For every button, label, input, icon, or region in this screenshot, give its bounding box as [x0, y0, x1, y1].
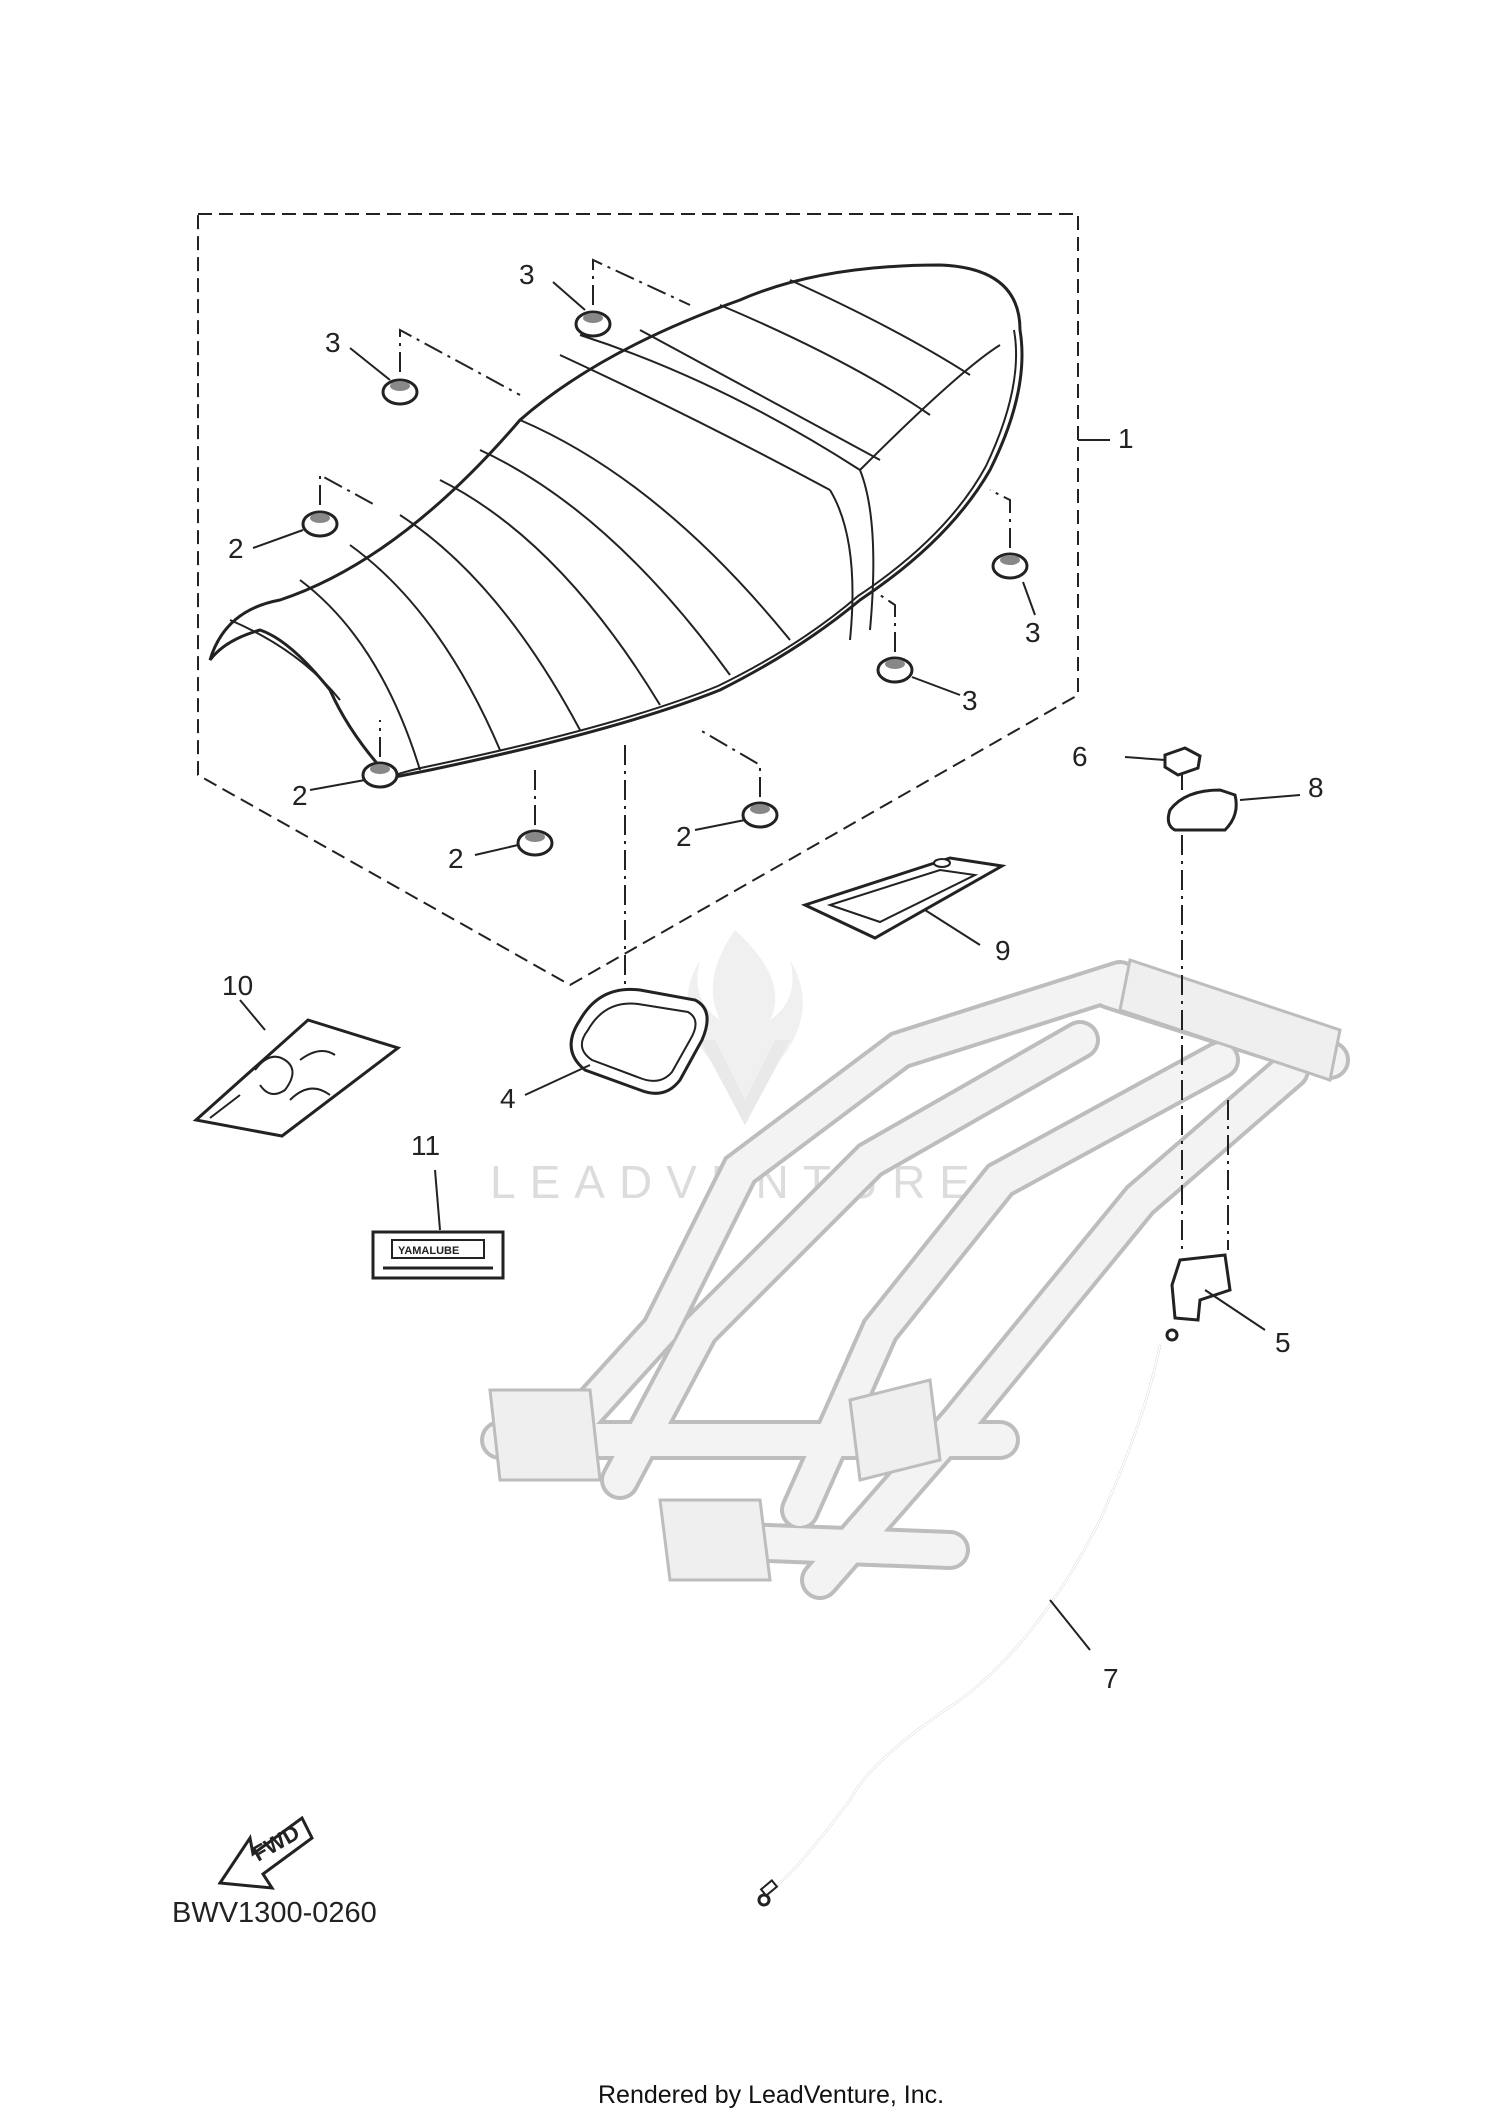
- damper-3c[interactable]: [991, 552, 1029, 580]
- callout-2d: 2: [676, 821, 692, 852]
- owners-manual[interactable]: [192, 1018, 402, 1138]
- damper-2c[interactable]: [516, 829, 554, 857]
- seat-plate[interactable]: [800, 856, 1007, 940]
- damper-2b[interactable]: [361, 761, 399, 789]
- seat-assembly-boundary: [197, 213, 1079, 987]
- callout-3b: 3: [325, 327, 341, 358]
- callout-2b: 2: [292, 780, 308, 811]
- callout-7: 7: [1103, 1663, 1119, 1694]
- damper-3d[interactable]: [876, 656, 914, 684]
- yamalube-label[interactable]: YAMALUBE: [371, 1230, 505, 1280]
- fwd-arrow-icon: FWD: [217, 1815, 314, 1890]
- diagram-code: BWV1300-0260: [172, 1897, 377, 1929]
- nut[interactable]: [1163, 746, 1202, 777]
- callout-3d: 3: [962, 685, 978, 716]
- damper-2a[interactable]: [301, 510, 339, 538]
- footer-credit: Rendered by LeadVenture, Inc.: [598, 2081, 944, 2109]
- callout-3a: 3: [519, 259, 535, 290]
- callout-6: 6: [1072, 741, 1088, 772]
- seat[interactable]: [208, 263, 1024, 780]
- callout-4: 4: [500, 1083, 516, 1114]
- yamalube-text: YAMALUBE: [398, 1245, 459, 1257]
- seat-strap[interactable]: [569, 987, 709, 1095]
- rear-frame[interactable]: [480, 958, 1350, 1600]
- damper-3b[interactable]: [381, 378, 419, 406]
- callout-2c: 2: [448, 843, 464, 874]
- callout-11: 11: [411, 1130, 440, 1161]
- seat-lock-cable[interactable]: [757, 1328, 1179, 1907]
- callout-1: 1: [1118, 423, 1134, 454]
- damper-2d[interactable]: [741, 801, 779, 829]
- callout-9: 9: [995, 935, 1011, 966]
- callout-5: 5: [1275, 1327, 1291, 1358]
- callout-8: 8: [1308, 772, 1324, 803]
- callout-2a: 2: [228, 533, 244, 564]
- seat-lock[interactable]: [1170, 1253, 1232, 1322]
- callout-10: 10: [222, 970, 253, 1001]
- watermark-logo: [687, 930, 803, 1125]
- lock-bracket[interactable]: [1166, 788, 1238, 832]
- callout-3c: 3: [1025, 617, 1041, 648]
- damper-3a[interactable]: [574, 310, 612, 338]
